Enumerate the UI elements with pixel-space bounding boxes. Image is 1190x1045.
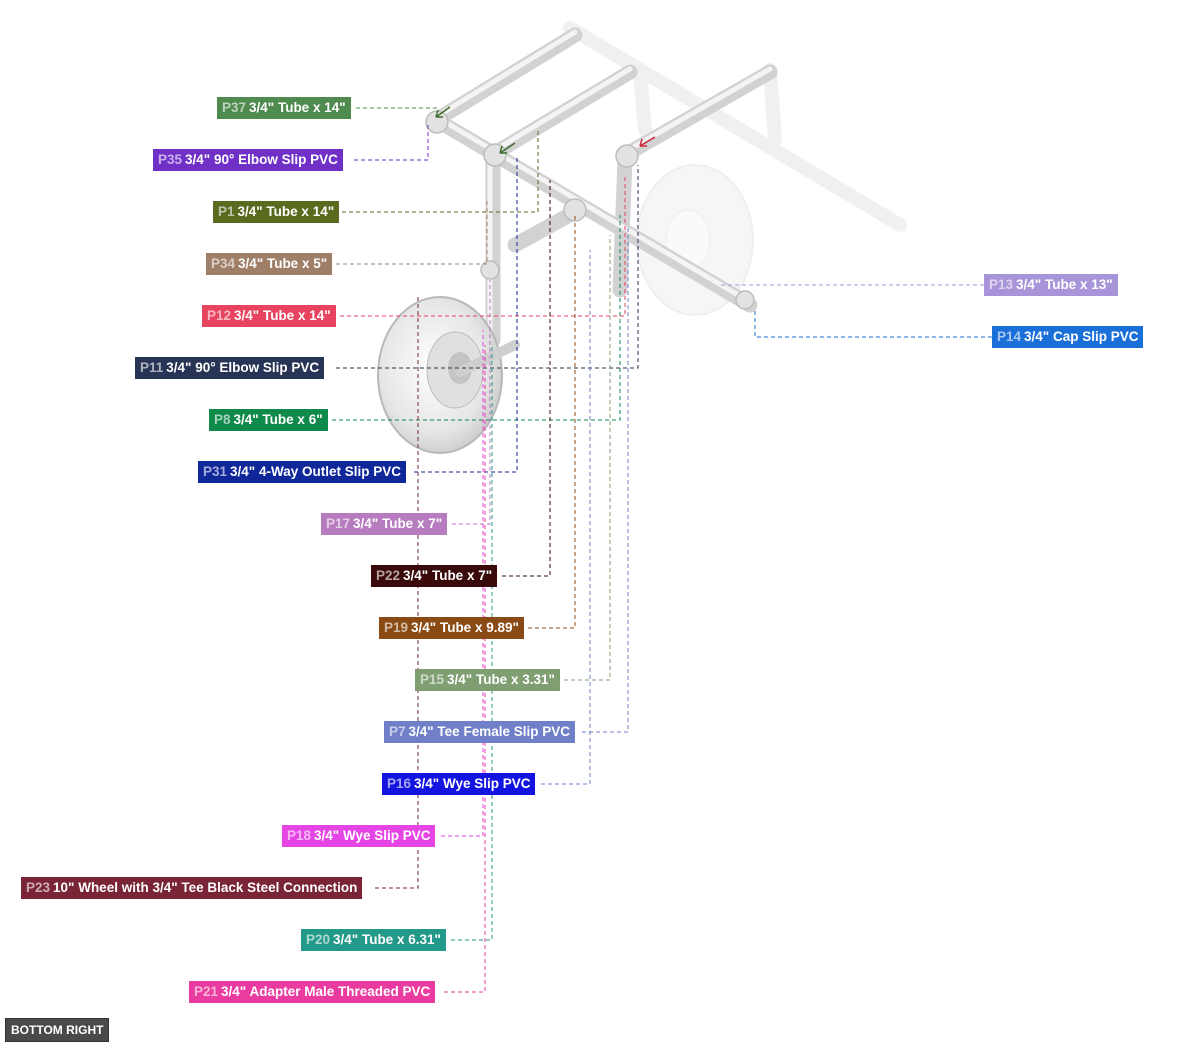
ghost-wheel — [636, 164, 754, 316]
view-orientation-label: BOTTOM RIGHT — [5, 1018, 110, 1042]
frame-pipe-highlights — [433, 29, 773, 343]
ghost-frame — [563, 21, 907, 232]
leader-lines — [332, 107, 992, 993]
direction-arrows — [435, 106, 656, 154]
